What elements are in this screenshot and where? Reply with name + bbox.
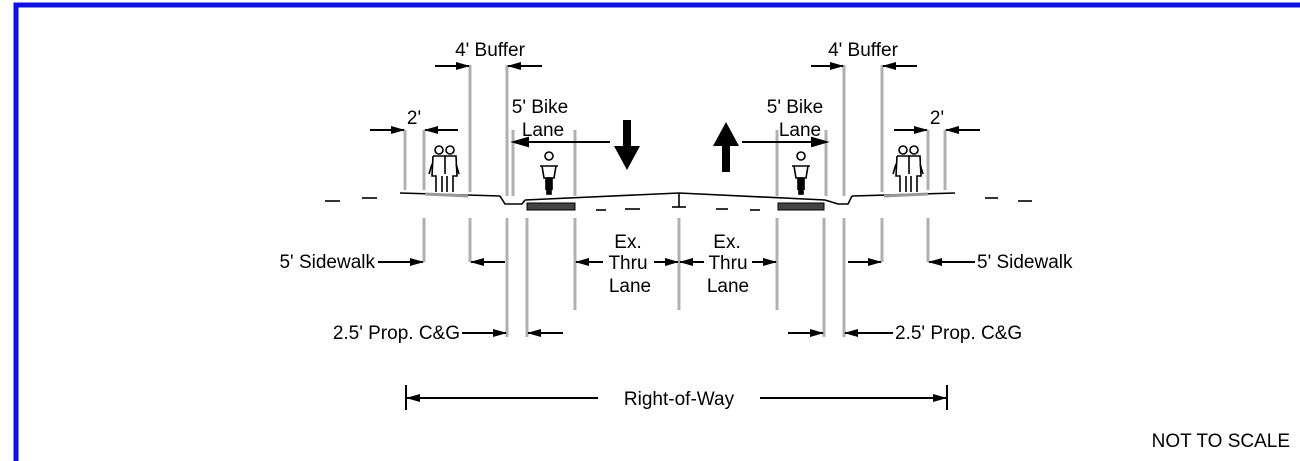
- bike-lane-right-label: 5' Bike: [767, 97, 823, 118]
- not-to-scale-note: NOT TO SCALE: [1152, 431, 1290, 452]
- gutter-pan-right: [777, 202, 825, 211]
- sidewalk-right-label: 5' Sidewalk: [977, 252, 1073, 273]
- sidewalk-left-label: 5' Sidewalk: [279, 252, 375, 273]
- thru-lane-right-label-1: Ex.: [713, 232, 740, 253]
- pedestrian-pair-icon: [892, 145, 924, 192]
- northbound-arrow-icon: [713, 122, 739, 172]
- bike-lane-left-label: 5' Bike: [512, 97, 568, 118]
- cg-right-label: 2.5' Prop. C&G: [895, 323, 1022, 344]
- dimension-arrows: [370, 62, 980, 410]
- diagram-frame: [13, 2, 1300, 461]
- extension-lines: [403, 65, 947, 337]
- gutter-pan-left: [526, 202, 576, 211]
- cg-left-label: 2.5' Prop. C&G: [333, 323, 460, 344]
- right-of-way-label: Right-of-Way: [624, 389, 735, 410]
- pedestrian-pair-icon: [428, 145, 460, 192]
- thru-lane-right-label-3: Lane: [707, 276, 749, 297]
- pavement-dash: [596, 208, 760, 211]
- bike-lane-right-label-2: Lane: [779, 120, 821, 141]
- thru-lane-left-label-2: Thru: [608, 253, 647, 274]
- buffer-left-label: 4' Buffer: [455, 40, 525, 61]
- thru-lane-right-label-2: Thru: [708, 253, 747, 274]
- cyclist-icon: [792, 151, 810, 195]
- thru-lane-left-label-1: Ex.: [614, 232, 641, 253]
- buffer-right-label: 4' Buffer: [828, 40, 898, 61]
- thru-lane-left-label-3: Lane: [609, 276, 651, 297]
- southbound-arrow-icon: [614, 120, 640, 170]
- bike-lane-left-label-2: Lane: [522, 120, 564, 141]
- two-ft-right-label: 2': [930, 108, 944, 129]
- cyclist-icon: [540, 151, 558, 195]
- two-ft-left-label: 2': [407, 108, 421, 129]
